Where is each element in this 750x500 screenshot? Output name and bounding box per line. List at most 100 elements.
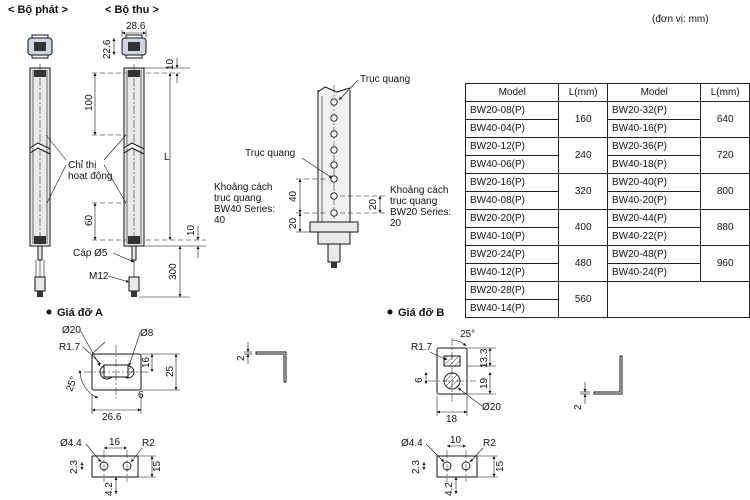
light-axis-hole	[330, 192, 338, 200]
table-cell-length: 400	[558, 209, 608, 246]
table-cell-model: BW20-08(P)	[464, 101, 560, 120]
table-row: BW40-14(P)	[464, 299, 750, 318]
dim-40: 40	[288, 190, 299, 202]
bracket-b-h15: 15	[495, 460, 506, 472]
dim-20-right: 20	[368, 198, 379, 210]
unit-note: (đơn vị: mm)	[652, 14, 709, 25]
bracket-a-t2: 2	[236, 355, 247, 361]
table-cell-length: 800	[700, 173, 750, 210]
emitter-top-view	[27, 34, 53, 59]
header-length-left: L(mm)	[558, 83, 608, 102]
svg-text:Giá đỡ B: Giá đỡ B	[398, 307, 444, 319]
header-length-right: L(mm)	[700, 83, 750, 102]
table-cell-model: BW40-18(P)	[606, 155, 702, 174]
table-cell-length: 960	[700, 245, 750, 282]
light-axis-hole	[330, 98, 338, 106]
bracket-b-angle: 25°	[460, 329, 475, 340]
svg-text:Giá đỡ A: Giá đỡ A	[57, 307, 103, 319]
table-cell-model: BW40-12(P)	[464, 263, 560, 282]
table-cell-model: BW20-48(P)	[606, 245, 702, 264]
table-cell-model: BW40-08(P)	[464, 191, 560, 210]
dim-pitch-100: 100	[84, 94, 95, 111]
table-row: BW40-08(P) BW40-20(P)	[464, 191, 750, 210]
light-axis-hole	[330, 161, 338, 169]
bracket-a-w266: 26.6	[102, 412, 122, 423]
table-cell-model: BW20-12(P)	[464, 137, 560, 156]
bracket-b-bottom-view	[436, 450, 478, 482]
emitter-header: < Bộ phát >	[8, 4, 68, 16]
table-cell-length: 480	[558, 245, 608, 282]
bracket-b-h23: 2.3	[411, 460, 422, 474]
connector-label: M12	[89, 271, 109, 282]
bracket-a-d44: Ø4.4	[60, 438, 82, 449]
bracket-a-r17: R1.7	[59, 342, 81, 353]
bracket-a-side-view	[255, 351, 287, 383]
axis-label-top: Trục quang	[360, 74, 410, 85]
table-cell-model: BW40-10(P)	[464, 227, 560, 246]
bracket-a-h16: 16	[141, 356, 152, 368]
table-cell-model: BW40-04(P)	[464, 119, 560, 138]
bracket-b-side-view	[593, 355, 623, 395]
bracket-a-title: Giá đỡ A	[46, 307, 103, 319]
table-cell-empty	[606, 281, 750, 318]
table-cell-model: BW40-06(P)	[464, 155, 560, 174]
table-row: BW40-04(P) BW40-16(P)	[464, 119, 750, 138]
table-cell-model: BW20-36(P)	[606, 137, 702, 156]
table-header-row: Model L(mm) Model L(mm)	[464, 83, 750, 102]
table-row: BW20-28(P)560	[464, 281, 750, 318]
table-cell-length: 240	[558, 137, 608, 174]
table-cell-length: 160	[558, 101, 608, 138]
bracket-b-r2: R2	[483, 438, 496, 449]
table-cell-model: BW40-20(P)	[606, 191, 702, 210]
dim-20-left: 20	[288, 217, 299, 229]
bracket-b-d20: Ø20	[482, 402, 501, 413]
receiver-top-view	[121, 34, 147, 59]
table-cell-length: 320	[558, 173, 608, 210]
dim-top-offset: 10	[165, 58, 176, 70]
header-model-left: Model	[464, 83, 560, 102]
bracket-b-h42: 4.2	[444, 482, 455, 496]
header-model-right: Model	[606, 83, 702, 102]
table-cell-model: BW20-24(P)	[464, 245, 560, 264]
light-axis-hole	[330, 175, 338, 183]
bracket-b-title: Giá đỡ B	[387, 307, 444, 319]
table-cell-model: BW40-24(P)	[606, 263, 702, 282]
table-cell-model: BW20-28(P)	[464, 281, 560, 300]
bracket-a-h23: 2.3	[69, 460, 80, 474]
emitter-body	[29, 64, 51, 297]
bracket-a-h15: 15	[152, 460, 163, 472]
bracket-a-r2: R2	[142, 438, 155, 449]
bracket-a-w16: 16	[109, 437, 121, 448]
bracket-b-w10: 10	[450, 435, 462, 446]
dim-bottom-offset: 10	[186, 224, 197, 236]
dim-width: 28.6	[126, 21, 146, 32]
bracket-a-angle: 25°	[64, 375, 80, 393]
bracket-b-front-view	[428, 338, 476, 402]
bracket-a-d8: Ø8	[140, 328, 154, 339]
bracket-a-h42: 4.2	[104, 482, 115, 496]
dim-length: L	[164, 152, 170, 163]
bracket-a-h25: 25	[165, 365, 176, 377]
receiver-header: < Bộ thu >	[105, 4, 159, 16]
light-axis-hole	[330, 146, 338, 154]
cable-label: Cáp Ø5	[73, 248, 108, 259]
bracket-b-h133: 13.3	[479, 348, 490, 368]
light-axis-hole	[330, 114, 338, 122]
light-axis-hole	[330, 130, 338, 138]
table-cell-length: 880	[700, 209, 750, 246]
table-cell-model: BW20-20(P)	[464, 209, 560, 228]
table-cell-length: 720	[700, 137, 750, 174]
table-cell-model: BW20-32(P)	[606, 101, 702, 120]
receiver-body	[123, 64, 145, 297]
table-cell-model: BW40-16(P)	[606, 119, 702, 138]
